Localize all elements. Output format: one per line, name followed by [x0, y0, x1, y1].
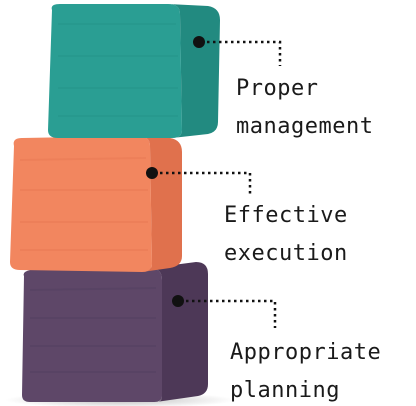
block-planning — [22, 262, 208, 402]
label-management-line-2: management — [236, 114, 374, 139]
label-planning: Appropriate planning — [230, 334, 381, 406]
label-management-line-1: Proper — [236, 76, 319, 101]
block-management-front — [48, 4, 182, 138]
label-execution-line-2: execution — [224, 241, 348, 266]
label-management: Proper management — [236, 70, 373, 146]
callout-leader — [160, 171, 252, 196]
block-execution — [10, 136, 182, 272]
block-management-side — [168, 4, 220, 138]
label-execution: Effective execution — [224, 197, 348, 273]
label-execution-line-1: Effective — [224, 203, 348, 228]
callout-dot — [146, 167, 158, 179]
block-execution-side — [138, 136, 182, 272]
callout-planning — [172, 295, 277, 328]
label-planning-line-2: planning — [230, 378, 340, 403]
block-management — [48, 4, 220, 138]
callout-leader — [207, 40, 282, 66]
block-planning-front — [22, 268, 162, 402]
block-planning-side — [150, 262, 208, 402]
callout-management — [193, 36, 282, 66]
callout-execution — [146, 167, 252, 196]
callout-dot — [172, 295, 184, 307]
label-planning-line-1: Appropriate — [230, 340, 382, 365]
block-execution-front — [10, 136, 152, 272]
callout-dot — [193, 36, 205, 48]
